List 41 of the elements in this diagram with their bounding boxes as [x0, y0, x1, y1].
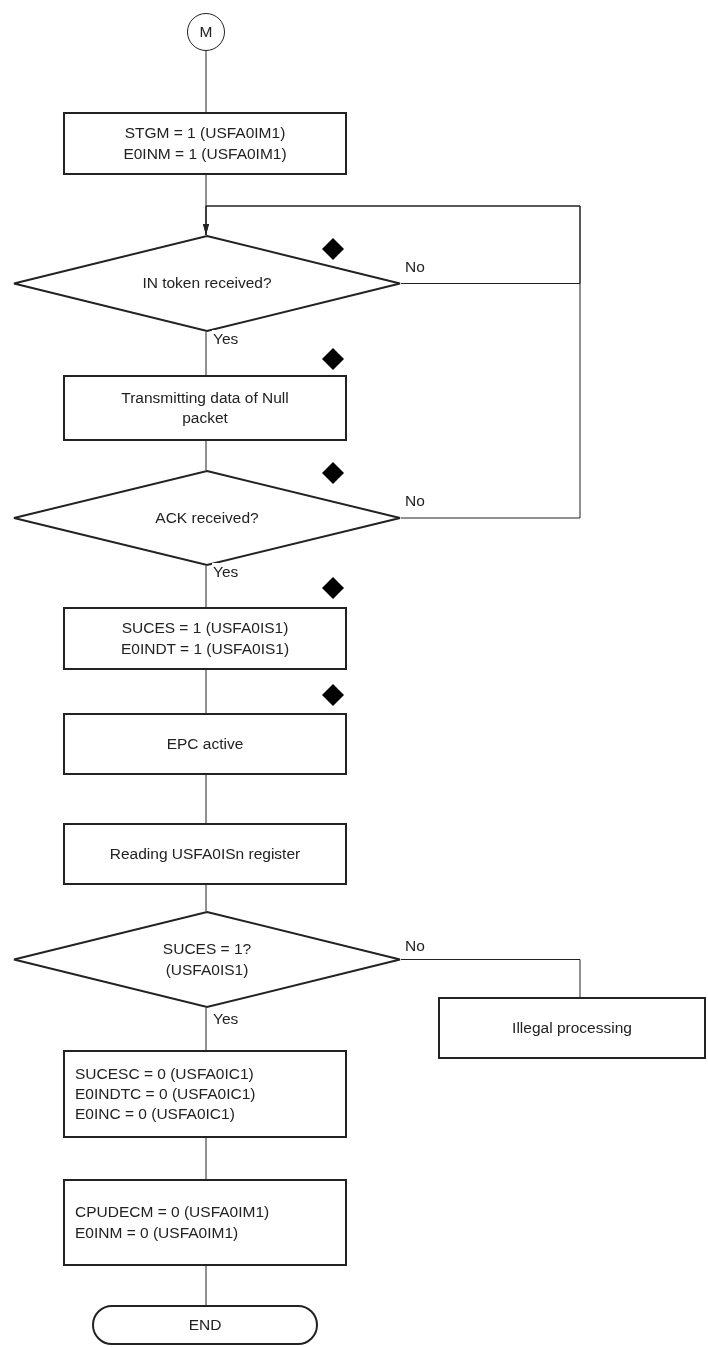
- node-text: SUCESC = 0 (USFA0IC1): [75, 1063, 254, 1084]
- connector-line: [205, 884, 207, 912]
- connector-line: [205, 565, 207, 608]
- node-text: E0INDTC = 0 (USFA0IC1): [75, 1083, 256, 1104]
- terminal-box: [92, 1305, 318, 1345]
- node-text: M: [199, 21, 213, 42]
- node-text: E0INC = 0 (USFA0IC1): [75, 1104, 235, 1125]
- process-box: [438, 997, 706, 1059]
- connector-line: [205, 669, 207, 714]
- node-text: Reading USFA0ISn register: [109, 843, 301, 864]
- process-box: [63, 607, 347, 670]
- connector-line: [205, 440, 207, 471]
- process-box: [63, 375, 347, 441]
- connector-line: [400, 959, 581, 998]
- node-text: SUCES = 1? (USFA0IS1): [161, 939, 253, 980]
- connector-line: [205, 774, 207, 824]
- node-text: Transmitting data of Null packet: [120, 387, 290, 428]
- connector-line: [205, 1137, 207, 1180]
- node-text: STGM = 1 (USFA0IM1): [124, 123, 286, 144]
- process-box: [63, 1050, 347, 1138]
- node-text: E0INM = 0 (USFA0IM1): [75, 1222, 239, 1243]
- node-text: ACK received?: [155, 507, 259, 528]
- connector-line: [205, 1265, 207, 1306]
- node-text: CPUDECM = 0 (USFA0IM1): [75, 1202, 270, 1223]
- connector-line: [205, 1007, 207, 1051]
- process-box: [63, 823, 347, 885]
- process-box: [63, 1179, 347, 1266]
- connector-circle: [187, 13, 225, 51]
- node-text: END: [188, 1314, 222, 1335]
- connector-line: [205, 174, 207, 236]
- node-text: EPC active: [166, 733, 244, 754]
- process-box: [63, 112, 347, 175]
- connector-line: [205, 50, 207, 113]
- process-box: [63, 713, 347, 775]
- connector-line: [205, 331, 207, 376]
- node-text: E0INDT = 1 (USFA0IS1): [120, 638, 290, 659]
- node-text: E0INM = 1 (USFA0IM1): [123, 143, 287, 164]
- node-text: SUCES = 1 (USFA0IS1): [121, 618, 289, 639]
- node-text: IN token received?: [142, 273, 272, 294]
- arrow: [203, 205, 581, 519]
- node-text: Illegal processing: [512, 1017, 632, 1038]
